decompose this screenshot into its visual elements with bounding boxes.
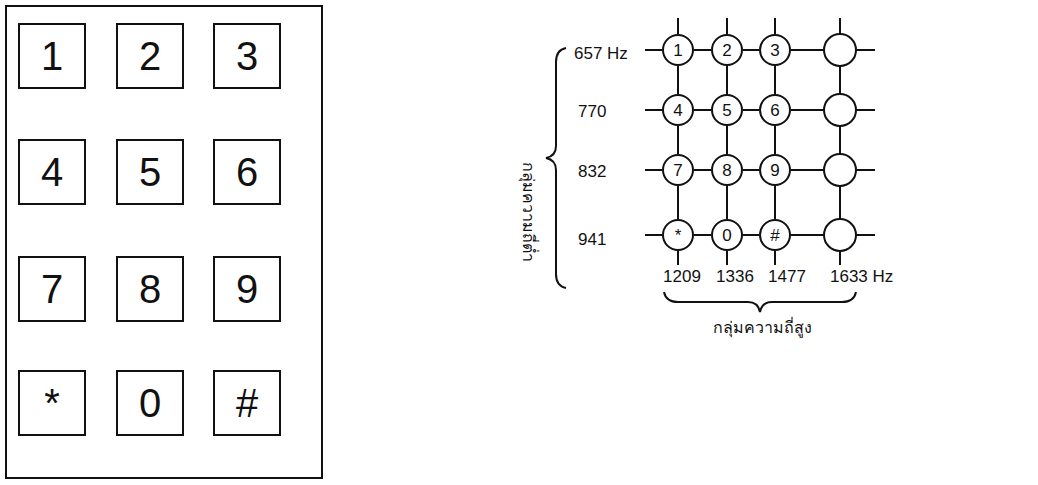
frequency-label: 770 (578, 103, 606, 122)
keypad-key: 7 (18, 256, 86, 322)
digit-label: 2 (722, 42, 731, 59)
keypad-key: 5 (116, 139, 184, 205)
grid-wire (677, 126, 679, 154)
keypad-key: * (18, 370, 86, 436)
circle-outline (760, 155, 790, 185)
key-label: 9 (236, 269, 258, 309)
keypad-key: 8 (116, 256, 184, 322)
key-label: 0 (139, 383, 161, 423)
tone-circle: 0 (711, 219, 743, 251)
grid-wire (743, 109, 759, 111)
tone-circle: 2 (711, 34, 743, 66)
frequency-label: 1336 (716, 268, 754, 287)
grid-wire (694, 234, 711, 236)
grid-wire (743, 169, 759, 171)
circle-outline (760, 220, 790, 250)
key-label: 7 (41, 269, 63, 309)
digit-label: 5 (722, 102, 731, 119)
circle-outline (760, 95, 790, 125)
grid-stubs (645, 18, 875, 265)
grid-wire (694, 169, 711, 171)
tone-circle: 6 (759, 94, 791, 126)
key-label: 2 (139, 36, 161, 76)
circle-outline (760, 35, 790, 65)
digit-label: # (770, 227, 779, 244)
digit-label: 4 (673, 102, 682, 119)
keypad-key: # (213, 370, 281, 436)
tone-circle: 7 (662, 154, 694, 186)
frequency-label: 941 (578, 231, 606, 250)
keypad-key: 3 (213, 23, 281, 89)
grid-wire (743, 49, 759, 51)
circle-outline (712, 220, 742, 250)
grid-wire (694, 109, 711, 111)
keypad-key: 9 (213, 256, 281, 322)
grid-wire (774, 186, 776, 219)
frequency-label: 832 (578, 163, 606, 182)
circle-outline (663, 95, 693, 125)
tone-circle: 5 (711, 94, 743, 126)
frequency-label: 1477 (768, 268, 806, 287)
group-caption: กลุ่มความถี่สูง (713, 319, 812, 337)
key-label: 4 (41, 152, 63, 192)
grid-wire (774, 66, 776, 94)
low-group-brace (546, 48, 566, 288)
key-label: 8 (139, 269, 161, 309)
frequency-label: 657 Hz (574, 45, 628, 64)
digit-label: 7 (673, 162, 682, 179)
circle-outline (712, 95, 742, 125)
frequency-label: 1633 Hz (830, 268, 893, 287)
keypad-key: 2 (116, 23, 184, 89)
keypad-key: 4 (18, 139, 86, 205)
key-label: 5 (139, 152, 161, 192)
grid-wire (774, 126, 776, 154)
digit-label: 3 (770, 42, 779, 59)
keypad-key: 0 (116, 370, 184, 436)
tone-circle: 9 (759, 154, 791, 186)
key-label: # (236, 383, 258, 423)
empty-circles (824, 34, 856, 251)
digit-label: 1 (673, 42, 682, 59)
digit-label: 0 (722, 227, 731, 244)
key-label: 1 (41, 36, 63, 76)
key-label: * (44, 383, 60, 423)
tone-circle: 3 (759, 34, 791, 66)
tone-circle: 8 (711, 154, 743, 186)
tone-circle: # (759, 219, 791, 251)
circle-outline (712, 35, 742, 65)
grid-wire (677, 186, 679, 219)
digit-label: * (675, 227, 682, 244)
key-label: 3 (236, 36, 258, 76)
grid-wire (726, 186, 728, 219)
circle-outline (712, 155, 742, 185)
tone-circle: 4 (662, 94, 694, 126)
key-label: 6 (236, 152, 258, 192)
digit-label: 6 (770, 102, 779, 119)
tone-circle: 1 (662, 34, 694, 66)
tone-circle: * (662, 219, 694, 251)
frequency-label: 1209 (663, 268, 701, 287)
circle-outline (663, 220, 693, 250)
grid-wire (726, 66, 728, 94)
grid-wire (677, 66, 679, 94)
group-caption: กลุ่มความถี่ต่ำ (519, 162, 537, 262)
grid-wire (726, 126, 728, 154)
keypad-housing (6, 6, 322, 478)
digit-label: 9 (770, 162, 779, 179)
keypad-key: 6 (213, 139, 281, 205)
grid-wire (694, 49, 711, 51)
keypad-key: 1 (18, 23, 86, 89)
circle-outline (663, 155, 693, 185)
circle-outline (663, 35, 693, 65)
high-group-brace (664, 292, 856, 312)
grid-wire (743, 234, 759, 236)
digit-label: 8 (722, 162, 731, 179)
